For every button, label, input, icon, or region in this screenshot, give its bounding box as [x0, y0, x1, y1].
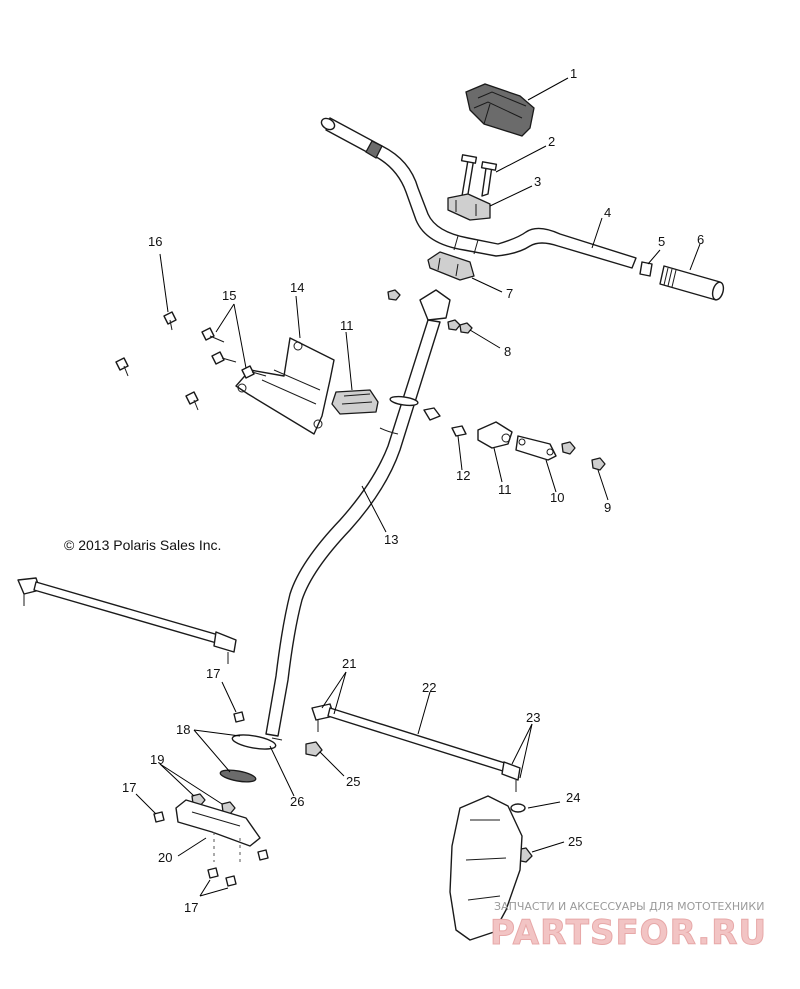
- handlebar-pad: [465, 83, 535, 137]
- nuts-right: [561, 441, 606, 471]
- callout-25-a: 25: [346, 774, 360, 789]
- callout-12: 12: [456, 468, 470, 483]
- steering-knuckle: [449, 795, 523, 941]
- callout-26: 26: [290, 794, 304, 809]
- watermark-brand: PARTSFOR.RU: [490, 913, 767, 953]
- bushings: [423, 407, 467, 437]
- callout-17-c: 17: [184, 900, 198, 915]
- callout-3: 3: [534, 174, 541, 189]
- upper-clamp: [447, 193, 491, 221]
- callout-20: 20: [158, 850, 172, 865]
- tie-rod-right: [311, 703, 521, 792]
- callout-24: 24: [566, 790, 580, 805]
- callout-16: 16: [148, 234, 162, 249]
- end-spacer: [639, 261, 653, 277]
- callout-13: 13: [384, 532, 398, 547]
- washer-24: [510, 803, 526, 813]
- lower-bracket: [175, 799, 261, 862]
- bearing-block-right: [477, 421, 513, 449]
- callout-8: 8: [504, 344, 511, 359]
- callout-15: 15: [222, 288, 236, 303]
- callout-19: 19: [150, 752, 164, 767]
- callout-5: 5: [658, 234, 665, 249]
- callout-14: 14: [290, 280, 304, 295]
- handlebar: [320, 117, 637, 269]
- callout-22: 22: [422, 680, 436, 695]
- callout-10: 10: [550, 490, 564, 505]
- right-grip: [659, 265, 725, 301]
- callout-4: 4: [604, 205, 611, 220]
- steering-post: [265, 289, 451, 737]
- post-mount-bracket: [235, 337, 335, 435]
- bolts-left: [115, 311, 267, 411]
- tie-rod-left: [17, 577, 237, 664]
- callout-7: 7: [506, 286, 513, 301]
- callout-2: 2: [548, 134, 555, 149]
- callout-6: 6: [697, 232, 704, 247]
- callout-17-a: 17: [206, 666, 220, 681]
- callout-23: 23: [526, 710, 540, 725]
- leader-lines: [135, 77, 701, 897]
- bearing-block-left: [331, 389, 379, 415]
- retainer-plate: [515, 435, 557, 461]
- callout-1: 1: [570, 66, 577, 81]
- watermark-tagline: ЗАПЧАСТИ И АКСЕССУАРЫ ДЛЯ МОТОТЕХНИКИ: [494, 900, 764, 913]
- callout-25-b: 25: [568, 834, 582, 849]
- callout-11-right: 11: [498, 482, 512, 497]
- callout-17-b: 17: [122, 780, 136, 795]
- clamp-bolts: [460, 154, 498, 197]
- callout-21: 21: [342, 656, 356, 671]
- callout-9: 9: [604, 500, 611, 515]
- copyright-notice: © 2013 Polaris Sales Inc.: [64, 537, 221, 553]
- lower-bearing: [219, 734, 283, 783]
- bolts-17: [153, 711, 269, 887]
- callout-18: 18: [176, 722, 190, 737]
- lower-clamp: [427, 251, 475, 281]
- callout-11-left: 11: [340, 318, 354, 333]
